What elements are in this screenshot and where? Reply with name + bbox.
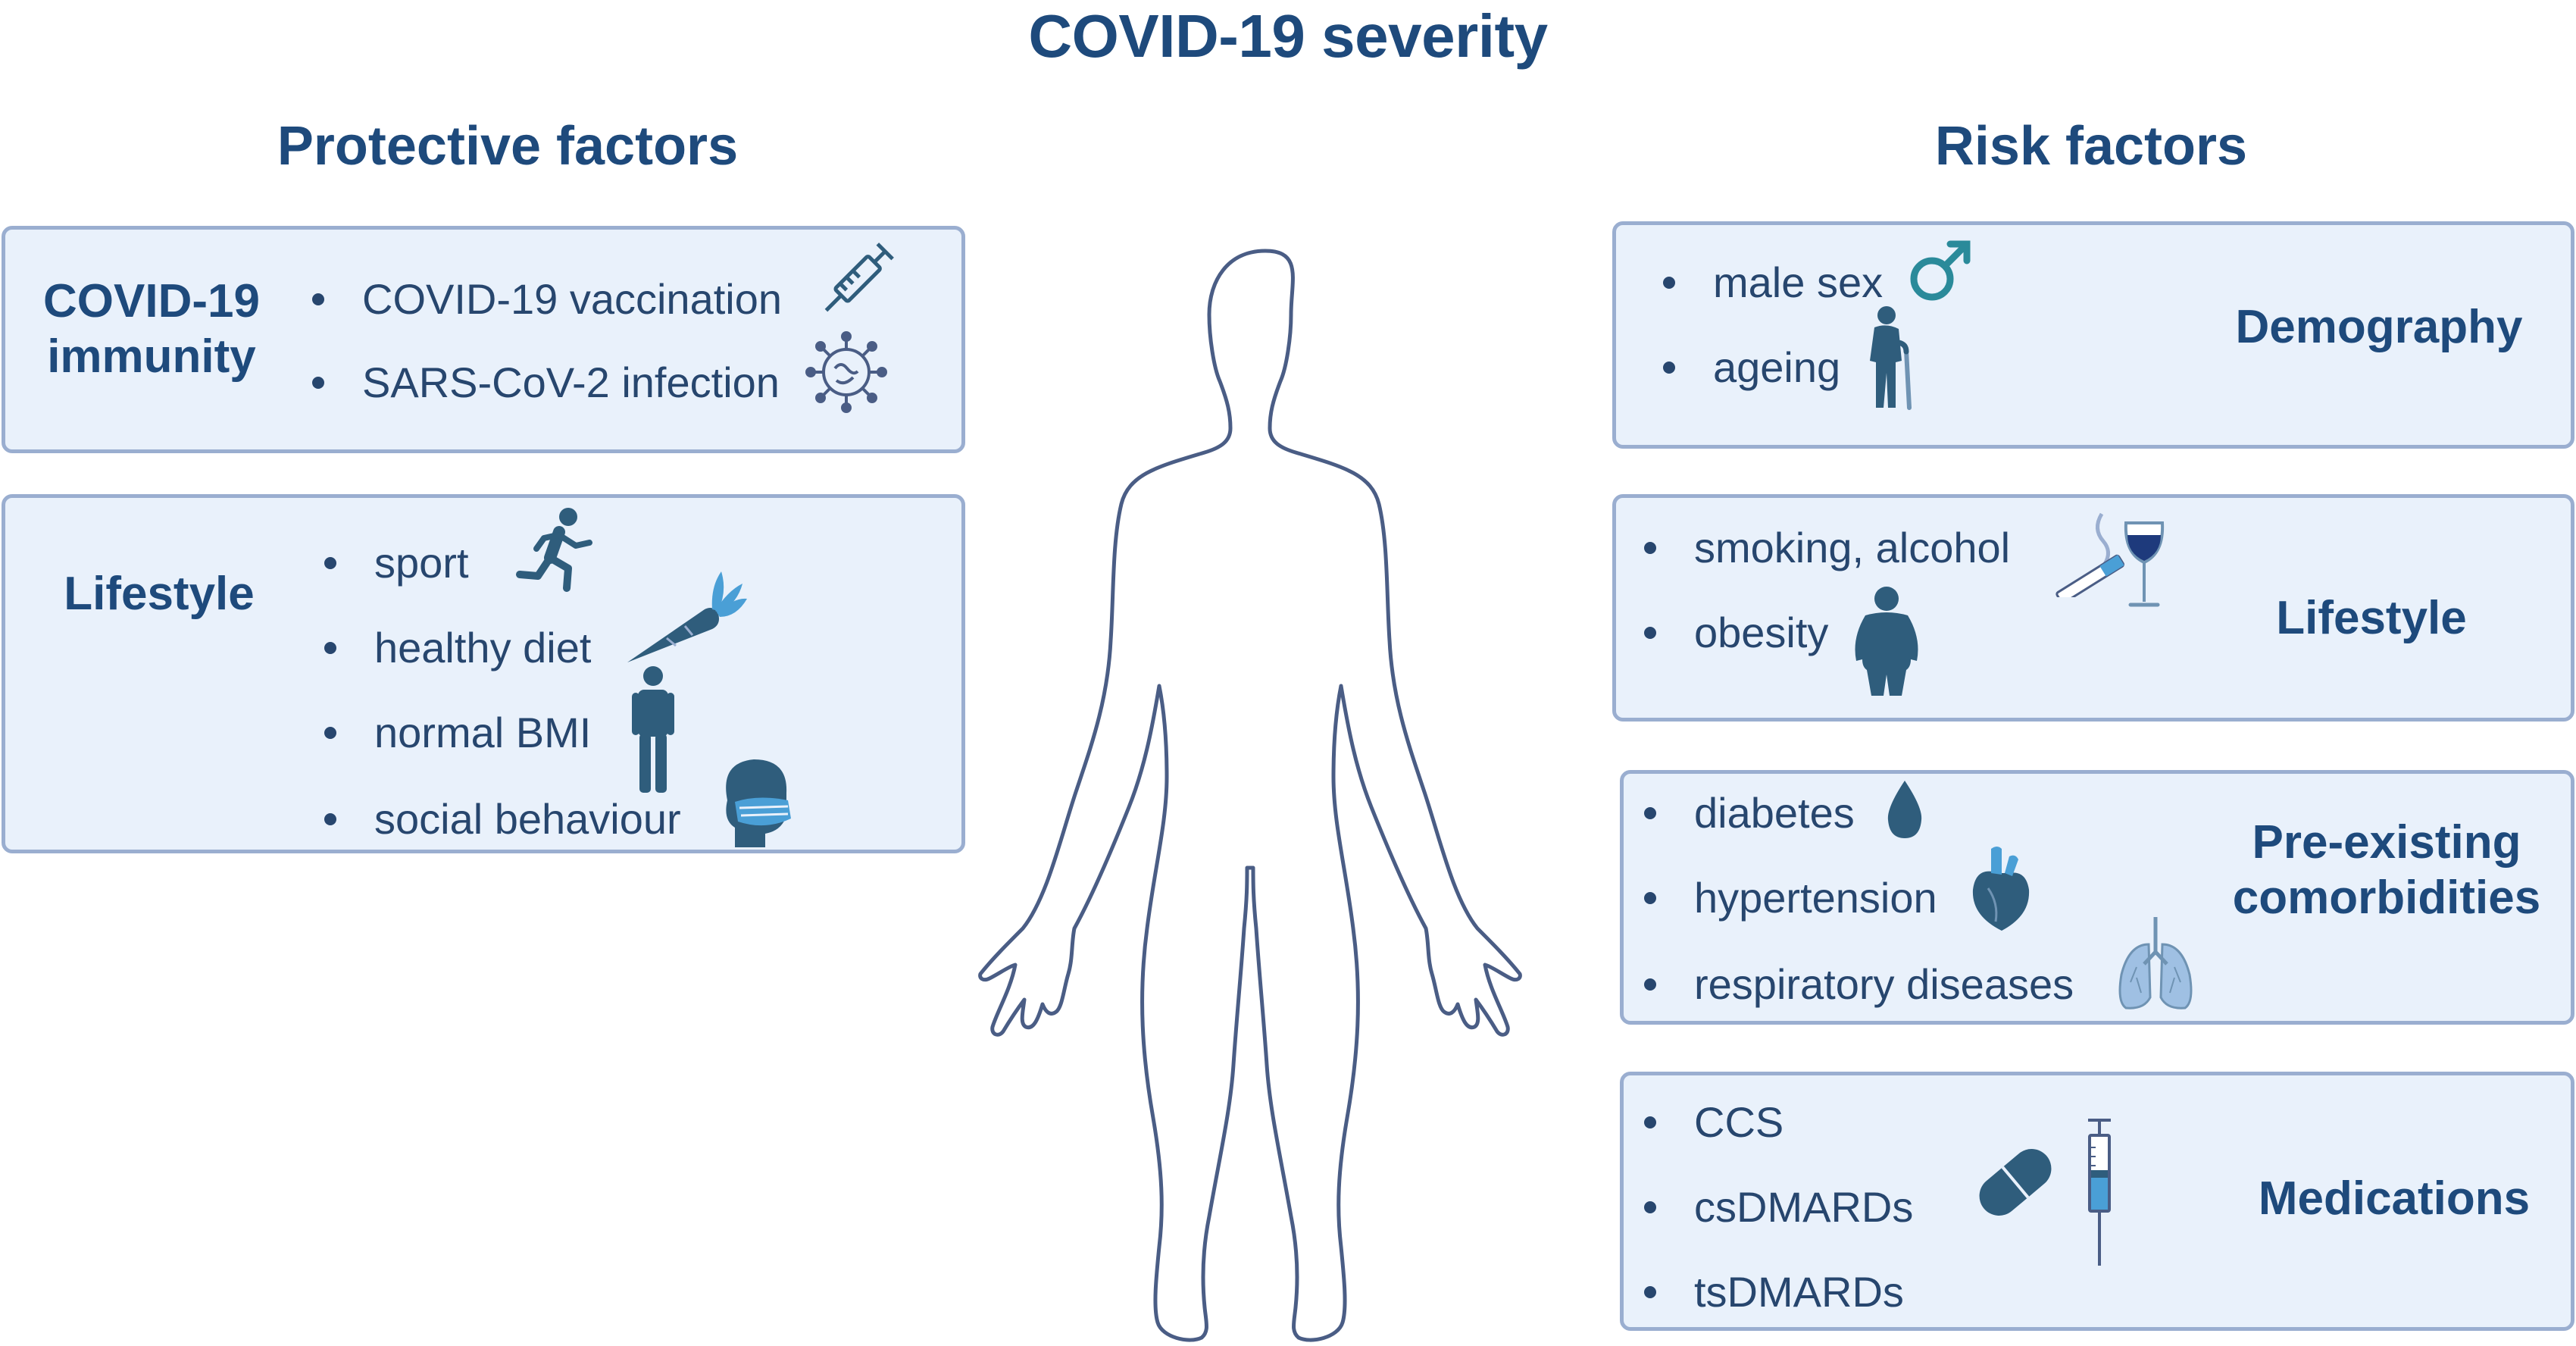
bullet [324, 556, 336, 569]
demography-category: Demography [2235, 301, 2523, 353]
lungs-icon [2114, 914, 2197, 1013]
risk-lifestyle-box [1612, 494, 2574, 722]
pill-icon [1970, 1137, 2061, 1228]
list-item: social behaviour [324, 794, 681, 844]
comorbidities-box [1620, 770, 2574, 1025]
diagram-title: COVID-19 severity [1028, 2, 1548, 70]
injection-icon [2080, 1117, 2118, 1269]
cigarette-icon [2049, 506, 2132, 597]
bullet [1663, 276, 1675, 289]
item-text: sport [374, 539, 469, 587]
immunity-category-line1: COVID-19 [43, 275, 260, 327]
obese-person-icon [1849, 585, 1924, 697]
list-item: COVID-19 vaccination [312, 274, 782, 324]
item-text: male sex [1713, 258, 1884, 306]
list-item: normal BMI [324, 708, 591, 757]
standing-person-icon [630, 665, 676, 794]
protective-heading: Protective factors [277, 116, 739, 177]
list-item: diabetes [1644, 788, 1855, 837]
list-item: male sex [1663, 258, 1883, 307]
list-item: obesity [1644, 608, 1828, 657]
bullet [324, 726, 336, 739]
bullet [324, 641, 336, 654]
comorbidities-category-line1: Pre-existing [2252, 816, 2521, 869]
item-text: COVID-19 vaccination [362, 275, 783, 323]
risk-lifestyle-category: Lifestyle [2276, 592, 2467, 644]
item-text: respiratory diseases [1694, 960, 2074, 1008]
list-item: tsDMARDs [1644, 1267, 1904, 1316]
comorbidities-category: Pre-existing comorbidities [2205, 815, 2568, 925]
item-text: smoking, alcohol [1694, 524, 2011, 571]
bullet [312, 376, 324, 389]
list-item: sport [324, 538, 469, 587]
list-item: healthy diet [324, 623, 591, 672]
item-text: CCS [1694, 1098, 1784, 1146]
bullet [1644, 1116, 1656, 1128]
item-text: obesity [1694, 609, 1829, 656]
bullet [1663, 361, 1675, 374]
carrot-icon [621, 564, 750, 670]
syringe-icon [811, 231, 909, 322]
immunity-category-line2: immunity [47, 330, 256, 383]
bullet [312, 293, 324, 305]
list-item: hypertension [1644, 873, 1937, 922]
immunity-category: COVID-19 immunity [15, 274, 288, 384]
medications-category: Medications [2258, 1172, 2531, 1225]
bullet [324, 812, 336, 825]
list-item: csDMARDs [1644, 1182, 1913, 1232]
bullet [1644, 978, 1656, 991]
immunity-box [2, 226, 965, 453]
running-person-icon [514, 503, 605, 594]
male-symbol-icon [1906, 238, 1974, 306]
list-item: smoking, alcohol [1644, 523, 2010, 572]
risk-heading: Risk factors [1934, 116, 2248, 177]
bullet [1644, 891, 1656, 904]
bullet [1644, 541, 1656, 554]
list-item: CCS [1644, 1097, 1784, 1147]
demography-box [1612, 221, 2574, 449]
item-text: csDMARDs [1694, 1183, 1914, 1231]
heart-icon [1965, 843, 2034, 934]
list-item: ageing [1663, 343, 1840, 392]
bullet [1644, 806, 1656, 819]
bullet [1644, 1285, 1656, 1298]
virus-icon [805, 330, 888, 414]
item-text: healthy diet [374, 624, 592, 671]
bullet [1644, 1200, 1656, 1213]
item-text: social behaviour [374, 795, 681, 843]
item-text: ageing [1713, 343, 1841, 391]
item-text: tsDMARDs [1694, 1268, 1904, 1316]
list-item: SARS-CoV-2 infection [312, 358, 780, 407]
bullet [1644, 626, 1656, 639]
comorbidities-category-line2: comorbidities [2232, 871, 2541, 924]
item-text: SARS-CoV-2 infection [362, 358, 780, 406]
protective-lifestyle-category: Lifestyle [64, 568, 255, 620]
protective-lifestyle-box [2, 494, 965, 853]
item-text: normal BMI [374, 709, 592, 756]
wine-glass-icon [2121, 520, 2167, 611]
drop-icon [1884, 778, 1926, 841]
elderly-person-icon [1861, 305, 1921, 411]
item-text: diabetes [1694, 789, 1855, 837]
face-mask-icon [712, 755, 796, 850]
item-text: hypertension [1694, 874, 1937, 922]
human-body-outline [977, 246, 1553, 1345]
list-item: respiratory diseases [1644, 959, 2074, 1009]
